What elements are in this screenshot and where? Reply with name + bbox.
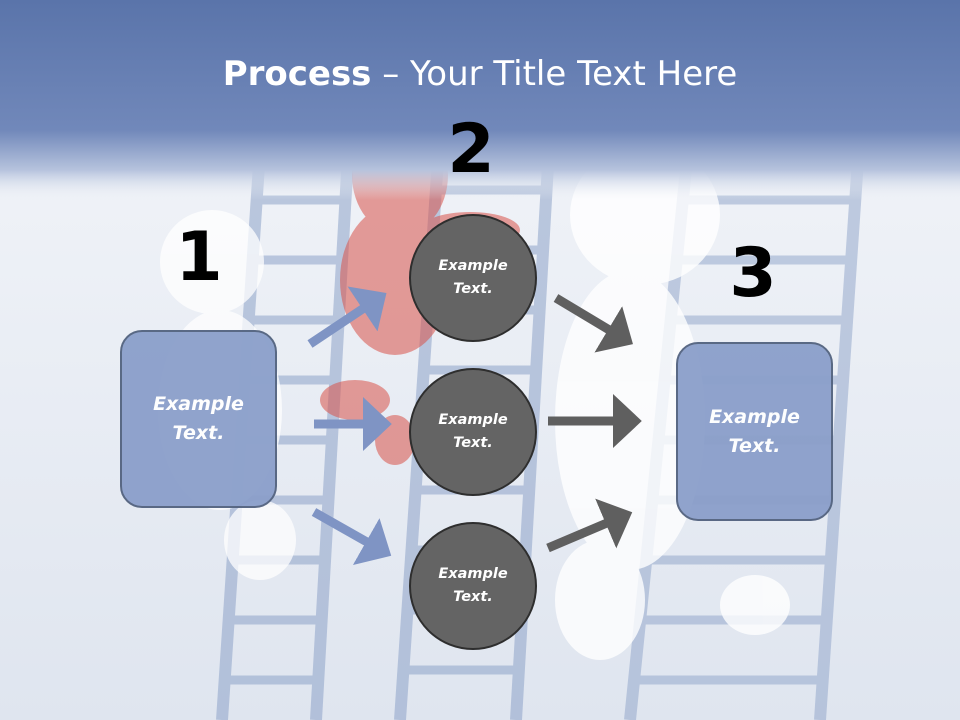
circle-top-line2: Text.: [453, 281, 493, 297]
step-2-circle-middle[interactable]: Example Text.: [409, 368, 537, 496]
step-3-box-line2: Text.: [728, 434, 781, 457]
circle-middle-line2: Text.: [453, 435, 493, 451]
step-3-box-line1: Example: [709, 405, 800, 428]
title-rest: – Your Title Text Here: [371, 54, 738, 94]
circle-middle-line1: Example: [438, 412, 508, 428]
step-number-3: 3: [729, 234, 777, 313]
page-title: Process – Your Title Text Here: [0, 52, 960, 96]
step-1-box[interactable]: Example Text.: [120, 330, 277, 508]
step-number-1: 1: [175, 218, 223, 297]
step-1-box-line1: Example: [153, 393, 244, 415]
circle-bottom-line1: Example: [438, 566, 508, 582]
circle-bottom-line2: Text.: [453, 589, 493, 605]
step-2-circle-top[interactable]: Example Text.: [409, 214, 537, 342]
step-number-2: 2: [447, 110, 495, 189]
step-3-box[interactable]: Example Text.: [676, 342, 833, 521]
step-1-box-line2: Text.: [172, 422, 225, 444]
circle-top-line1: Example: [438, 258, 508, 274]
step-2-circle-bottom[interactable]: Example Text.: [409, 522, 537, 650]
title-bold: Process: [222, 54, 372, 94]
